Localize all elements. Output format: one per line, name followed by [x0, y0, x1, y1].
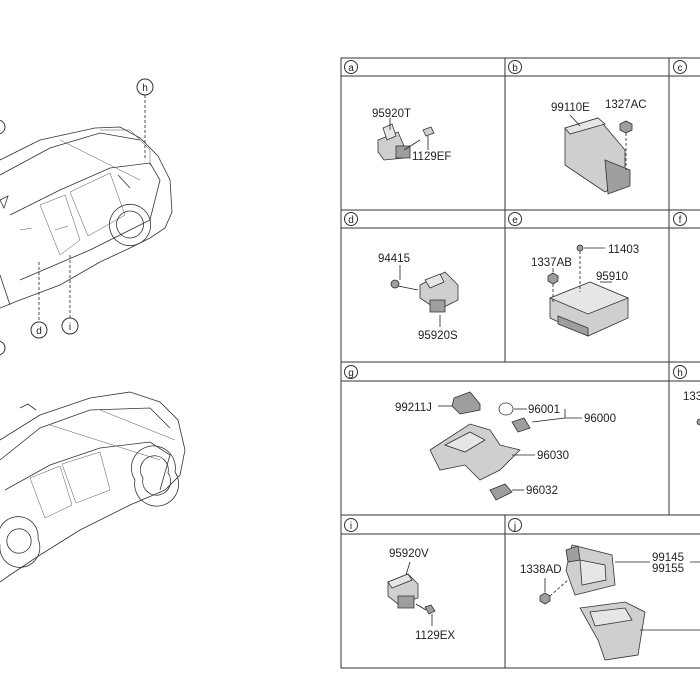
svg-text:b: b — [512, 63, 518, 74]
part-number-99211J: 99211J — [395, 402, 432, 414]
cell-g-parts — [429, 391, 582, 501]
callout-marker-h[interactable]: h — [136, 78, 154, 96]
cell-header-a: a — [344, 60, 358, 74]
cell-header-h: h — [673, 365, 687, 379]
svg-text:i: i — [69, 322, 71, 333]
svg-text:h: h — [142, 83, 148, 94]
cell-header-i: i — [344, 518, 358, 532]
part-number-133-partial: 133 — [683, 391, 700, 403]
cell-j-parts — [539, 544, 700, 661]
cell-h-part-partial — [696, 418, 700, 426]
part-number-1129EX: 1129EX — [415, 630, 455, 642]
part-number-95920T: 95920T — [372, 108, 411, 120]
part-number-96032: 96032 — [526, 485, 558, 497]
callout-marker-i[interactable]: i — [61, 317, 79, 335]
part-number-1129EF: 1129EF — [412, 151, 451, 163]
svg-text:c: c — [678, 63, 683, 74]
cell-header-c: c — [673, 60, 687, 74]
cell-b-parts — [564, 114, 633, 195]
svg-text:j: j — [513, 521, 516, 532]
part-number-96030: 96030 — [537, 450, 569, 462]
part-number-95920V: 95920V — [389, 548, 429, 560]
cell-header-j: j — [508, 518, 522, 532]
part-number-96001: 96001 — [528, 404, 560, 416]
cell-a-parts — [377, 118, 435, 161]
part-number-1337AB: 1337AB — [531, 257, 572, 269]
svg-text:i: i — [350, 521, 352, 532]
part-number-95910: 95910 — [596, 271, 628, 283]
part-number-99110E: 99110E — [551, 102, 590, 114]
cell-header-f: f — [673, 212, 687, 226]
vehicle-bottom-illustration — [0, 391, 186, 583]
part-number-99145: 99145 — [652, 552, 684, 564]
part-number-11403: 11403 — [608, 244, 639, 256]
part-number-94415: 94415 — [378, 253, 410, 265]
cell-header-d: d — [344, 212, 358, 226]
cell-header-e: e — [508, 212, 522, 226]
part-number-99155: 99155 — [652, 563, 684, 575]
cell-header-g: g — [344, 365, 358, 379]
cell-d-parts — [390, 265, 459, 327]
svg-text:e: e — [512, 215, 518, 226]
svg-text:g: g — [348, 368, 354, 379]
part-number-95920S: 95920S — [418, 330, 458, 342]
cell-header-b: b — [508, 60, 522, 74]
callout-marker-d[interactable]: d — [30, 321, 48, 339]
part-number-96000: 96000 — [584, 413, 616, 425]
part-number-1338AD: 1338AD — [520, 564, 562, 576]
svg-text:h: h — [677, 368, 683, 379]
svg-text:d: d — [36, 326, 42, 337]
parts-grid — [340, 57, 700, 669]
svg-text:d: d — [348, 215, 354, 226]
callout-marker-partial-top — [0, 119, 6, 135]
cell-i-parts — [387, 561, 436, 626]
vehicle-top-illustration — [0, 126, 173, 309]
part-number-1327AC: 1327AC — [605, 99, 647, 111]
cell-e-parts — [547, 244, 630, 337]
svg-text:f: f — [679, 215, 682, 226]
callout-marker-partial-bottom — [0, 340, 6, 356]
svg-text:a: a — [348, 63, 354, 74]
